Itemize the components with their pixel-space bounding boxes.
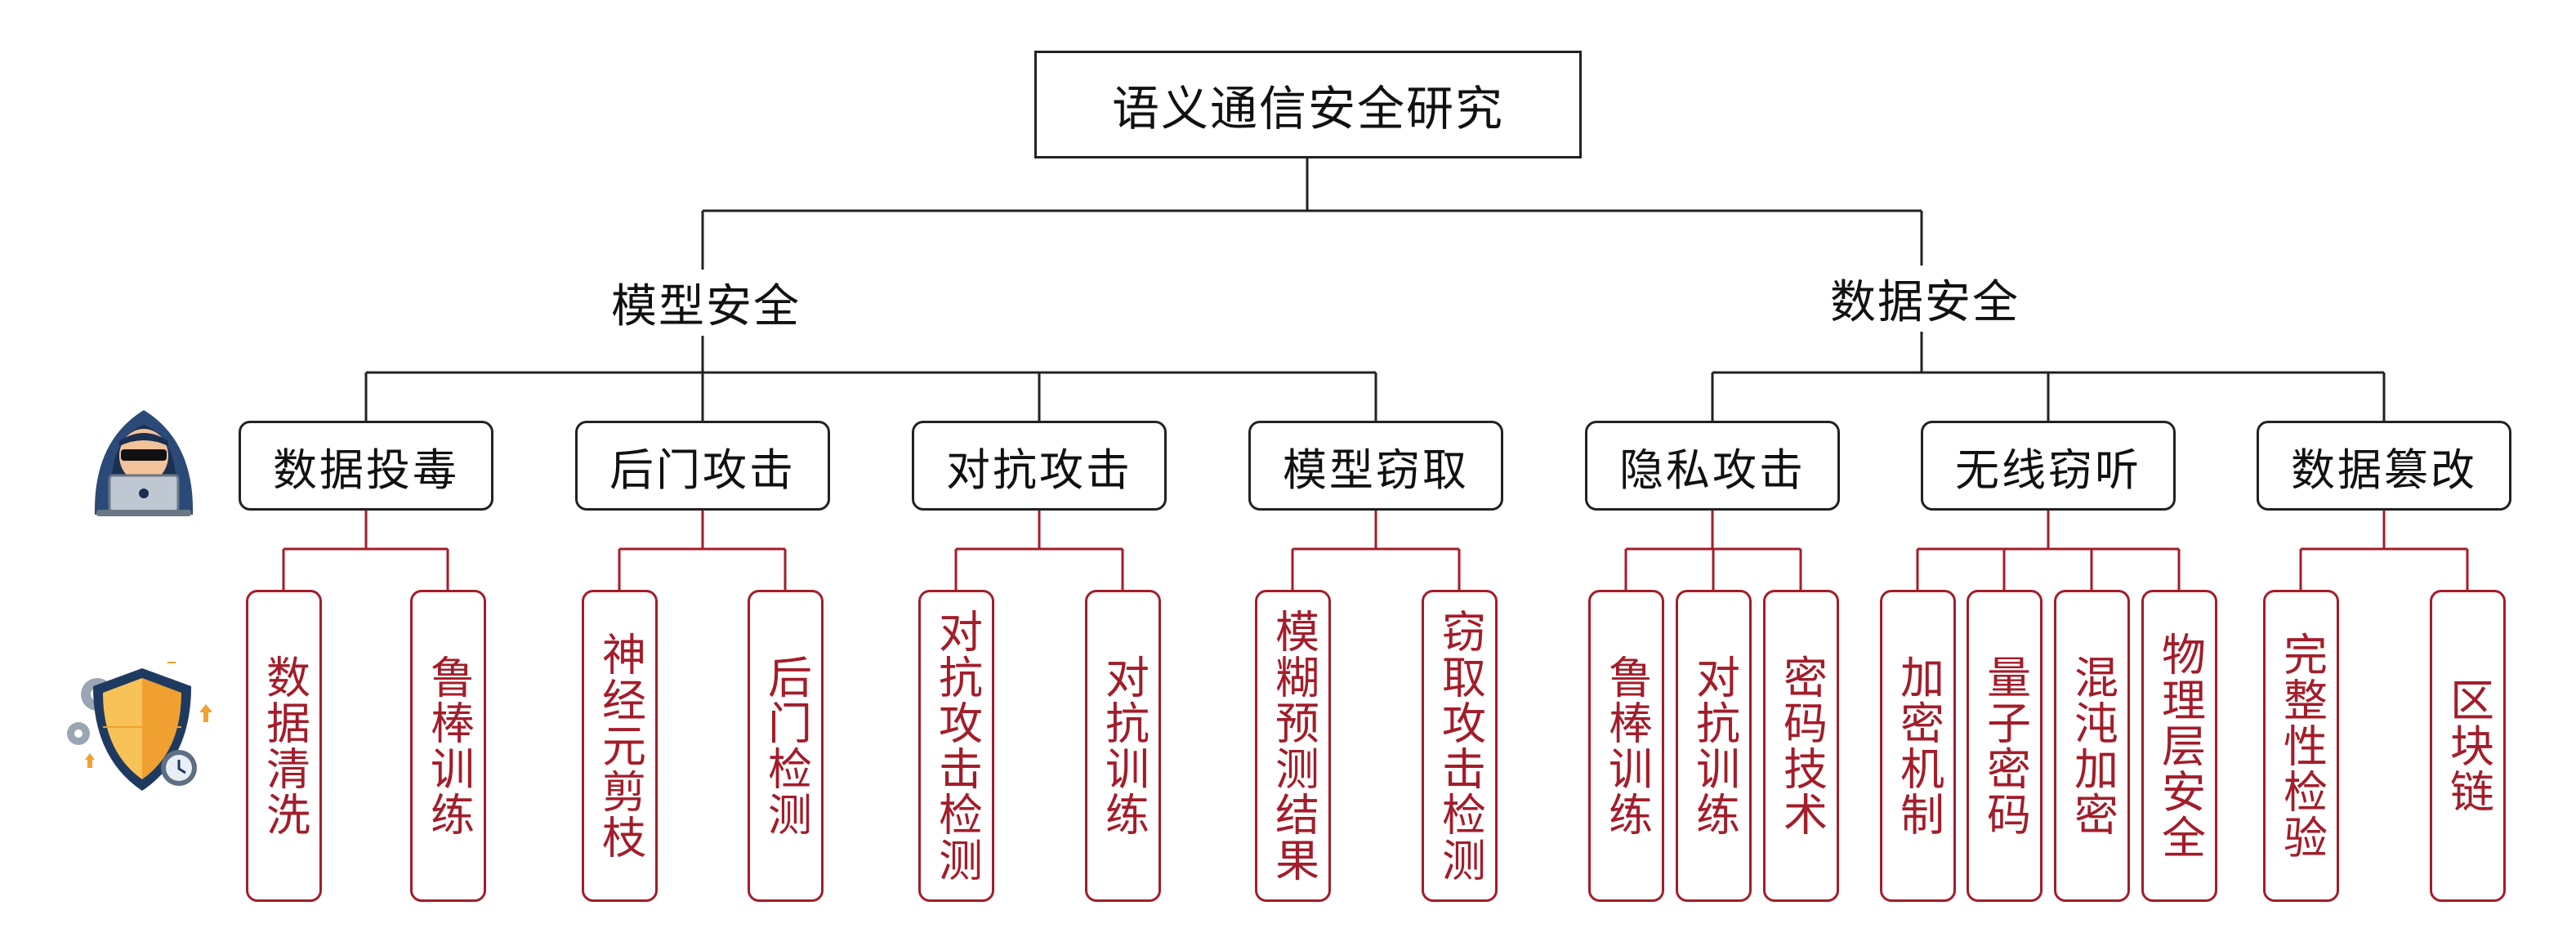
leaf-node: 鲁棒训练 bbox=[410, 590, 486, 902]
leaf-node: 后门检测 bbox=[748, 590, 824, 902]
category-model-security: 模型安全 bbox=[606, 270, 806, 336]
leaf-node: 加密机制 bbox=[1880, 590, 1956, 902]
leaf-node: 神经元剪枝 bbox=[582, 590, 658, 902]
leaf-node: 数据清洗 bbox=[246, 590, 322, 902]
sub-node-adversarial-attack: 对抗攻击 bbox=[912, 421, 1167, 511]
leaf-node: 对抗训练 bbox=[1085, 590, 1161, 902]
leaf-node: 密码技术 bbox=[1763, 590, 1839, 902]
shield-gear-icon bbox=[67, 662, 212, 791]
hacker-laptop-icon bbox=[94, 410, 194, 516]
leaf-node: 对抗攻击检测 bbox=[918, 590, 994, 902]
category-data-security: 数据安全 bbox=[1825, 265, 2025, 332]
leaf-node: 混沌加密 bbox=[2054, 590, 2130, 902]
sub-node-data-tampering: 数据篡改 bbox=[2257, 421, 2511, 511]
sub-node-model-stealing: 模型窃取 bbox=[1248, 421, 1503, 511]
leaf-node: 模糊预测结果 bbox=[1255, 590, 1331, 902]
sub-node-privacy-attack: 隐私攻击 bbox=[1585, 421, 1840, 511]
leaf-node: 窃取攻击检测 bbox=[1422, 590, 1498, 902]
leaf-node: 区块链 bbox=[2430, 590, 2506, 902]
leaf-node: 量子密码 bbox=[1967, 590, 2042, 902]
sub-node-data-poisoning: 数据投毒 bbox=[239, 421, 493, 511]
leaf-node: 完整性检验 bbox=[2263, 590, 2339, 902]
sub-node-wireless-eavesdropping: 无线窃听 bbox=[1921, 421, 2176, 511]
root-node: 语义通信安全研究 bbox=[1034, 51, 1582, 158]
leaf-node: 物理层安全 bbox=[2141, 590, 2217, 902]
leaf-node: 对抗训练 bbox=[1676, 590, 1752, 902]
leaf-node: 鲁棒训练 bbox=[1588, 590, 1664, 902]
sub-node-backdoor-attack: 后门攻击 bbox=[575, 421, 830, 511]
